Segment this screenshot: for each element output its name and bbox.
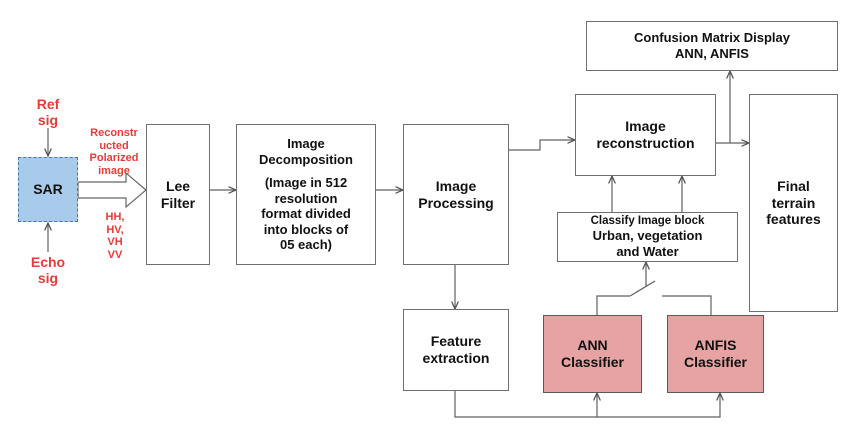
polarization-hv: HV, (106, 223, 124, 236)
ref-sig-line-2: sig (37, 112, 59, 129)
feature-line-2: extraction (422, 350, 490, 366)
ann-line-2: Classifier (560, 354, 625, 370)
processing-to-reconstruction-arrow (509, 140, 575, 151)
polarization-vh: VH (107, 236, 123, 249)
reconstructed-line-4: image (98, 164, 130, 177)
ann-line-1: ANN (577, 337, 608, 354)
feature-to-anfis-wire (454, 391, 720, 418)
polarization-hh: HH, (105, 211, 125, 223)
sar-label: SAR (33, 181, 63, 198)
ann-classifier-box: ANN Classifier (543, 315, 642, 393)
decomp-line-1: Image (287, 135, 325, 151)
image-reconstruction-box: Image reconstruction (575, 94, 716, 176)
echo-sig-line-1: Echo (30, 254, 66, 270)
decomp-line-2: Decomposition (259, 151, 353, 167)
anfis-switch-input (662, 295, 712, 315)
echo-sig-label: Echo sig (24, 254, 72, 286)
final-line-3: features (766, 211, 821, 228)
echo-sig-line-2: sig (37, 270, 59, 287)
decomp-line-8: 05 each) (279, 237, 333, 253)
classify-line-2: Urban, vegetation (592, 228, 703, 244)
classify-line-3: and Water (616, 243, 679, 259)
feature-line-1: Feature (430, 333, 482, 350)
classify-line-1: Classify Image block (590, 214, 705, 227)
anfis-line-1: ANFIS (694, 337, 737, 354)
reconstructed-line-2: ucted (99, 139, 129, 152)
image-decomposition-box: Image Decomposition (Image in 512 resolu… (236, 124, 376, 265)
decomp-line-7: into blocks of (263, 221, 349, 237)
confusion-line-2: ANN, ANFIS (675, 46, 749, 61)
final-line-1: Final (777, 177, 810, 194)
polarization-label: HH, HV, VH VV (98, 211, 132, 262)
reconstructed-image-label: Reconstr ucted Polarized image (84, 127, 144, 178)
lee-filter-box: Lee Filter (146, 124, 210, 265)
ref-sig-line-1: Ref (36, 96, 60, 112)
reconstructed-line-1: Reconstr (90, 127, 138, 139)
processing-line-2: Processing (418, 194, 494, 211)
classify-block-box: Classify Image block Urban, vegetation a… (557, 212, 738, 262)
final-line-2: terrain (771, 194, 816, 211)
decomp-line-4: (Image in 512 (264, 175, 348, 191)
confusion-line-1: Confusion Matrix Display (633, 30, 791, 46)
polarization-vv: VV (107, 248, 123, 261)
lee-filter-line-2: Filter (160, 194, 196, 211)
processing-line-1: Image (435, 177, 477, 194)
ann-switch-input (596, 295, 630, 315)
sar-to-lee-hollow-arrow (77, 171, 147, 209)
ref-sig-label: Ref sig (24, 96, 72, 128)
sar-box: SAR (18, 157, 78, 222)
image-processing-box: Image Processing (403, 124, 509, 265)
decomp-line-5: resolution (274, 190, 338, 206)
decomp-line-6: format divided (261, 206, 351, 222)
lee-filter-line-1: Lee (165, 177, 191, 194)
feature-extraction-box: Feature extraction (403, 309, 509, 391)
confusion-matrix-box: Confusion Matrix Display ANN, ANFIS (586, 21, 838, 71)
reconstruction-line-2: reconstruction (596, 135, 695, 151)
final-terrain-box: Final terrain features (749, 94, 838, 312)
switch-blade (629, 280, 656, 297)
anfis-line-2: Classifier (683, 354, 748, 370)
reconstruction-line-1: Image (625, 118, 666, 135)
reconstructed-line-3: Polarized (89, 152, 139, 165)
anfis-classifier-box: ANFIS Classifier (667, 315, 764, 393)
